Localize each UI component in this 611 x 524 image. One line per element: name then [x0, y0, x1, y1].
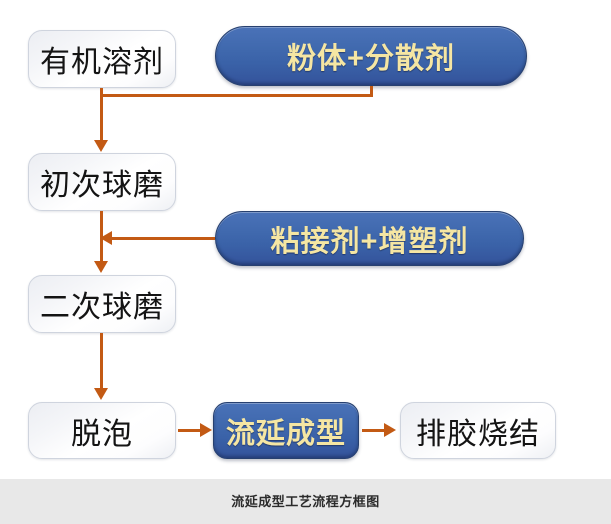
- edge-powder-stub: [370, 86, 373, 97]
- arrowhead-to-tape-casting: [200, 423, 212, 437]
- edge-merge-trunk: [100, 94, 103, 141]
- edge-mill2-to-defoam: [100, 333, 103, 390]
- edge-binder-to-trunk: [112, 237, 215, 240]
- node-defoaming[interactable]: 脱泡: [28, 402, 176, 459]
- node-binder-plasticizer[interactable]: 粘接剂+增塑剂: [215, 211, 524, 266]
- arrowhead-to-defoaming: [94, 388, 108, 400]
- node-label: 脱泡: [71, 417, 133, 451]
- node-label: 初次球磨: [40, 169, 164, 202]
- node-label: 粘接剂+增塑剂: [270, 225, 469, 258]
- node-primary-ball-milling[interactable]: 初次球磨: [28, 153, 176, 211]
- node-powder-dispersant[interactable]: 粉体+分散剂: [215, 26, 527, 86]
- node-label: 流延成型: [225, 417, 346, 450]
- node-label: 有机溶剂: [40, 46, 164, 79]
- node-label: 二次球磨: [40, 291, 164, 324]
- node-label: 粉体+分散剂: [287, 43, 455, 75]
- caption-band: 流延成型工艺流程方框图: [0, 479, 611, 524]
- arrowhead-to-debinding: [384, 423, 396, 437]
- diagram-caption: 流延成型工艺流程方框图: [231, 494, 380, 509]
- edge-defoam-to-casting: [178, 429, 202, 432]
- arrowhead-to-primary-milling: [94, 140, 108, 152]
- edge-merge-bus: [100, 94, 373, 97]
- node-organic-solvent[interactable]: 有机溶剂: [28, 30, 176, 88]
- edge-casting-to-debind: [362, 429, 386, 432]
- node-secondary-ball-milling[interactable]: 二次球磨: [28, 275, 176, 333]
- arrowhead-binder-into-trunk: [100, 231, 112, 245]
- node-tape-casting[interactable]: 流延成型: [213, 402, 359, 459]
- node-debinding-sintering[interactable]: 排胶烧结: [400, 402, 556, 459]
- node-label: 排胶烧结: [416, 417, 540, 451]
- edge-solvent-stub: [100, 88, 103, 97]
- arrowhead-to-secondary-milling: [94, 261, 108, 273]
